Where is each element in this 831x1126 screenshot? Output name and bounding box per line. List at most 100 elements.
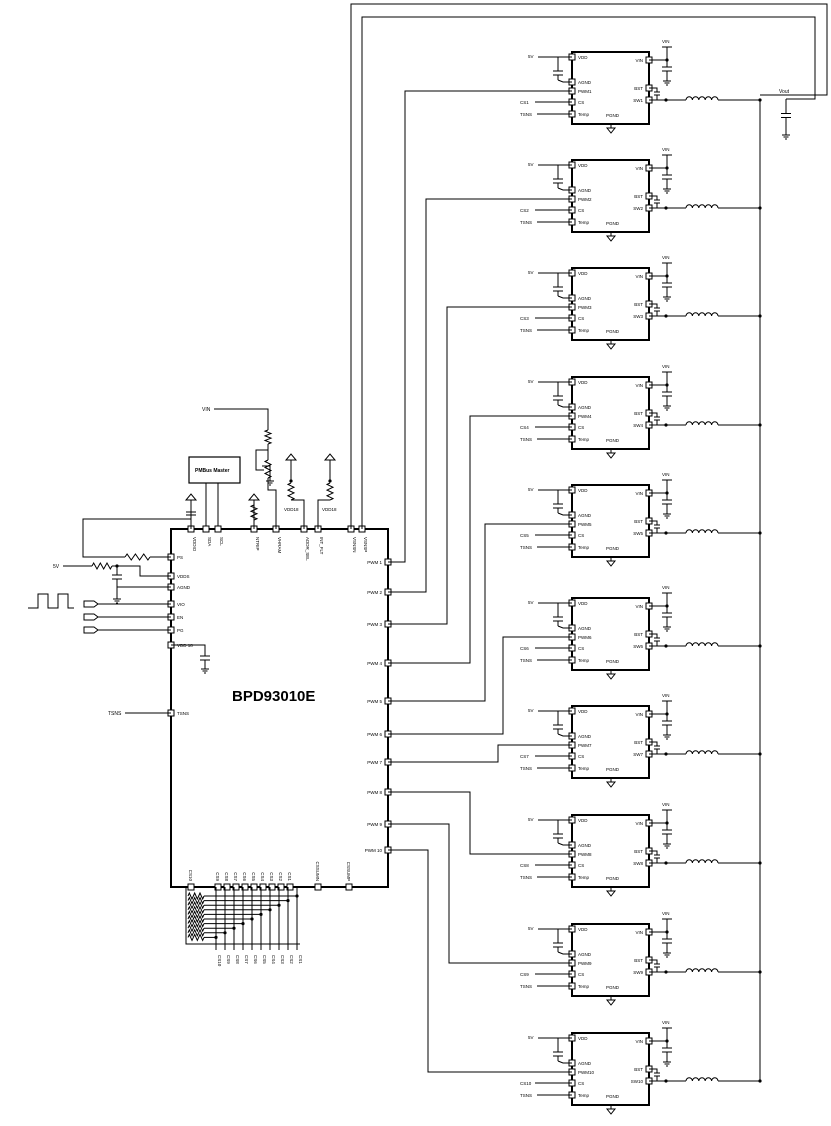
five-v-label: 5V xyxy=(528,270,534,275)
cs-net-label: CS4 xyxy=(271,955,276,964)
junction-dot xyxy=(250,917,254,921)
stage-pin-label: BST xyxy=(634,958,643,963)
resistor xyxy=(187,891,205,901)
main-ic-name: BPD93010E xyxy=(232,688,315,705)
inductor xyxy=(685,421,719,426)
inductor xyxy=(685,642,719,647)
main-top-pin-label: VHRAM xyxy=(277,537,282,554)
five-v-label: 5V xyxy=(53,564,60,570)
junction-dot xyxy=(664,752,668,756)
main-bottom-pin-label: CS6 xyxy=(242,872,247,881)
main-top-pin-label: VSNSN xyxy=(352,537,357,553)
main-right-pin-label: PWM 10 xyxy=(365,848,383,853)
stage-pin-label: VDD xyxy=(578,927,588,932)
cs-net-label: CS5 xyxy=(262,955,267,964)
stage-pin-label: PGND xyxy=(606,1094,620,1099)
cs-net-label: CS1 xyxy=(298,955,303,964)
junction-dot xyxy=(289,479,293,483)
stage-pin-label: Temp xyxy=(578,1093,590,1098)
main-bottom-pin-label: CS5 xyxy=(251,872,256,881)
stage-pin-label: VDD xyxy=(578,488,588,493)
stage-pin-label: VDD xyxy=(578,601,588,606)
stage-pwm-label: PWM8 xyxy=(578,852,592,857)
stage-pin-label: CS xyxy=(578,754,584,759)
stage-pwm-label: PWM7 xyxy=(578,743,592,748)
stage-vin-label: VIN xyxy=(662,802,670,807)
stage-pin-label: VIN xyxy=(635,274,643,279)
main-bottom-pin-label: CS4 xyxy=(260,872,265,881)
stage-vin-label: VIN xyxy=(662,147,670,152)
stage-pin-label: CS xyxy=(578,316,584,321)
stage-tsns-label: TSNS xyxy=(520,658,532,663)
resistor xyxy=(124,553,151,561)
input-port xyxy=(83,600,99,608)
stage-sw-label: SW7 xyxy=(633,752,643,757)
junction-dot xyxy=(295,894,299,898)
wire xyxy=(649,1068,658,1073)
inductor xyxy=(685,204,719,209)
stage-pwm-label: PWM9 xyxy=(578,961,592,966)
stage-pin-label: CS xyxy=(578,425,584,430)
stage-pin-label: VDD xyxy=(578,818,588,823)
stage-vin-label: VIN xyxy=(662,911,670,916)
main-top-pin-label: NTRIP xyxy=(255,537,260,551)
junction-dot xyxy=(664,423,668,427)
stage-cs-label: CS5 xyxy=(520,533,529,538)
vin-label: VIN xyxy=(202,407,211,413)
stage-pin-label: AGND xyxy=(578,405,592,410)
main-top-pin xyxy=(202,525,210,533)
cs-net-label: CS3 xyxy=(280,955,285,964)
stage-tsns-label: TSNS xyxy=(520,220,532,225)
supply-arrow xyxy=(247,493,261,501)
resistor xyxy=(187,905,205,915)
cs-net-label: CS6 xyxy=(253,955,258,964)
stage-pin-label: VIN xyxy=(635,166,643,171)
stage-tsns-label: TSNS xyxy=(520,328,532,333)
ground-symbol xyxy=(605,127,617,134)
stage-vin-label: VIN xyxy=(662,364,670,369)
junction-dot xyxy=(664,861,668,865)
stage-pin-label: Temp xyxy=(578,658,590,663)
five-v-label: 5V xyxy=(528,926,534,931)
supply-arrow xyxy=(323,453,337,461)
power-stage-body xyxy=(571,376,650,450)
stage-pin-label: CS xyxy=(578,1081,584,1086)
main-left-pin-label: EN xyxy=(177,615,183,620)
junction-dot xyxy=(286,899,290,903)
power-stage-body xyxy=(571,159,650,233)
stage-pin-label: CS xyxy=(578,533,584,538)
stage-pin-label: PGND xyxy=(606,767,620,772)
main-left-pin-label: PS xyxy=(177,555,183,560)
pwm-route xyxy=(388,306,572,625)
resistor xyxy=(286,482,296,501)
vsns-wire xyxy=(350,3,828,529)
wire xyxy=(557,1060,572,1064)
stage-pin-label: Temp xyxy=(578,328,590,333)
power-stage-body xyxy=(571,267,650,341)
stage-vin-label: VIN xyxy=(662,472,670,477)
main-right-pin-label: PWM 2 xyxy=(367,590,382,595)
five-v-label: 5V xyxy=(528,379,534,384)
cs-net-label: CS2 xyxy=(289,955,294,964)
main-bottom-pin xyxy=(241,883,249,891)
stage-pin-label: VIN xyxy=(635,604,643,609)
stage-pin-label: AGND xyxy=(578,626,592,631)
main-right-pin-label: PWM 7 xyxy=(367,760,382,765)
supply-arrow xyxy=(184,493,198,501)
five-v-label: 5V xyxy=(528,487,534,492)
stage-sw-label: SW8 xyxy=(633,861,643,866)
junction-dot xyxy=(241,922,245,926)
junction-dot xyxy=(664,644,668,648)
stage-tsns-label: TSNS xyxy=(520,875,532,880)
pwm-route xyxy=(388,744,572,763)
stage-cs-label: CS2 xyxy=(520,208,529,213)
wire xyxy=(557,79,572,83)
wire xyxy=(557,733,572,737)
cs-net-label: CS7 xyxy=(244,955,249,964)
cs-net-label: CS10 xyxy=(217,955,222,967)
stage-pin-label: PGND xyxy=(606,876,620,881)
resistor xyxy=(325,482,335,501)
resistor xyxy=(187,923,205,933)
power-stage-body xyxy=(571,814,650,888)
